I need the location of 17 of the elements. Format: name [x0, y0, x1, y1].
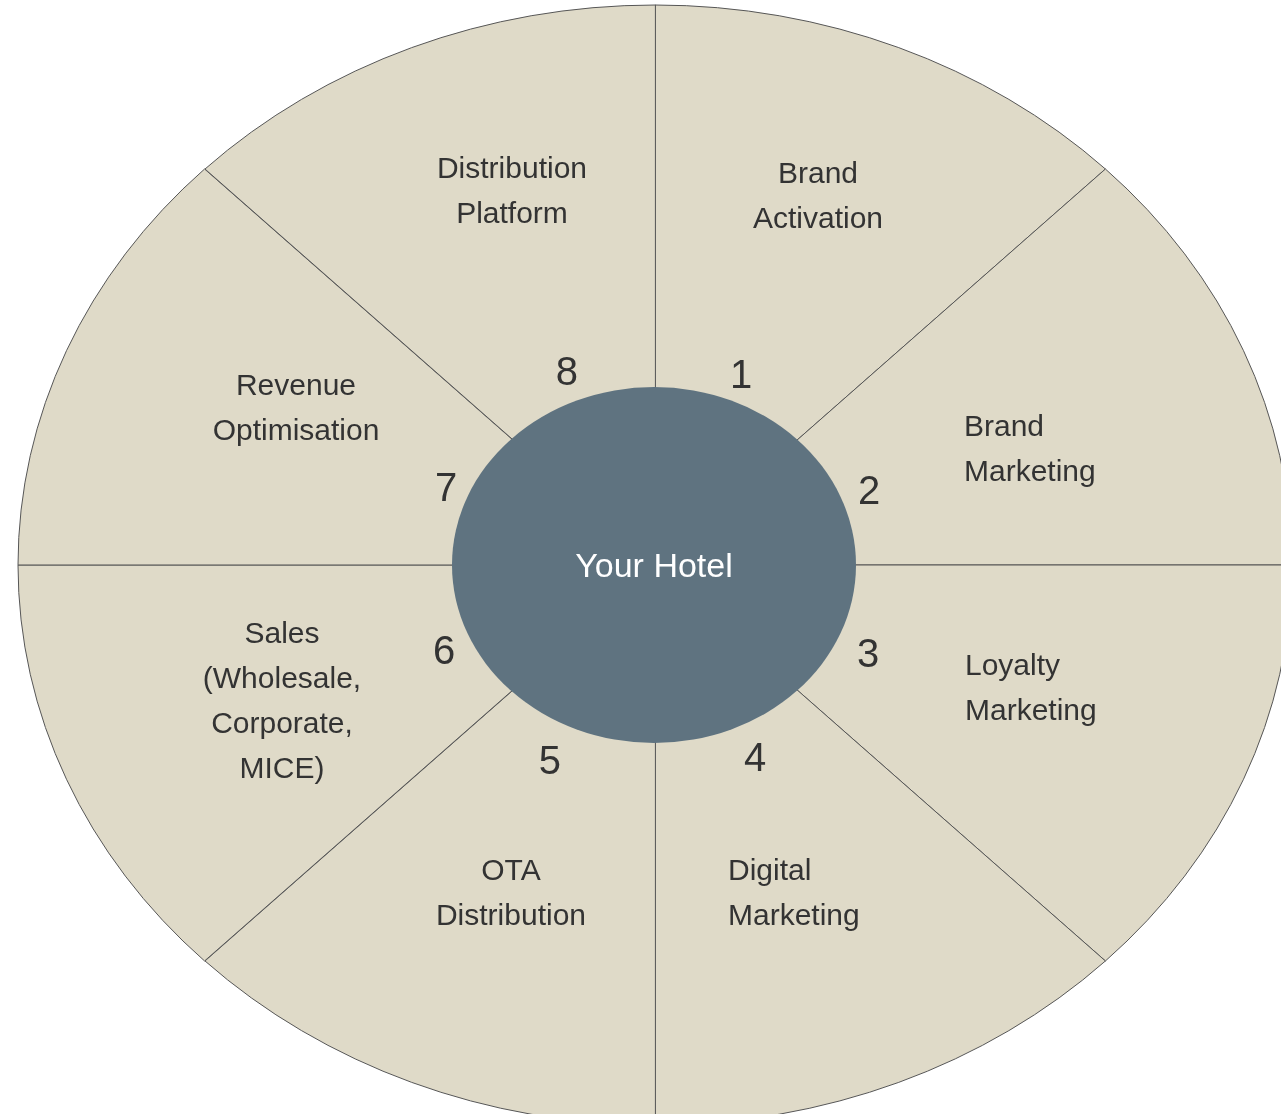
segment-number: 3: [856, 630, 880, 676]
segment-label: Sales (Wholesale, Corporate, MICE): [201, 615, 363, 786]
segment-label: OTA Distribution: [434, 852, 587, 933]
segment-number: 1: [729, 351, 753, 397]
segment-label: Digital Marketing: [728, 852, 861, 933]
segment-number: 5: [538, 737, 562, 783]
segment-number: 2: [857, 467, 881, 513]
segment-label: Loyalty Marketing: [965, 647, 1098, 728]
segment-label: Brand Marketing: [964, 408, 1097, 489]
segment-number: 7: [434, 464, 458, 510]
segment-label: Revenue Optimisation: [211, 367, 381, 448]
segment-number: 8: [555, 348, 579, 394]
segment-label: Brand Activation: [751, 155, 885, 236]
segment-label: Distribution Platform: [435, 150, 588, 231]
segment-number: 4: [743, 734, 767, 780]
segment-number: 6: [432, 627, 456, 673]
hub-label: Your Hotel: [575, 545, 733, 585]
